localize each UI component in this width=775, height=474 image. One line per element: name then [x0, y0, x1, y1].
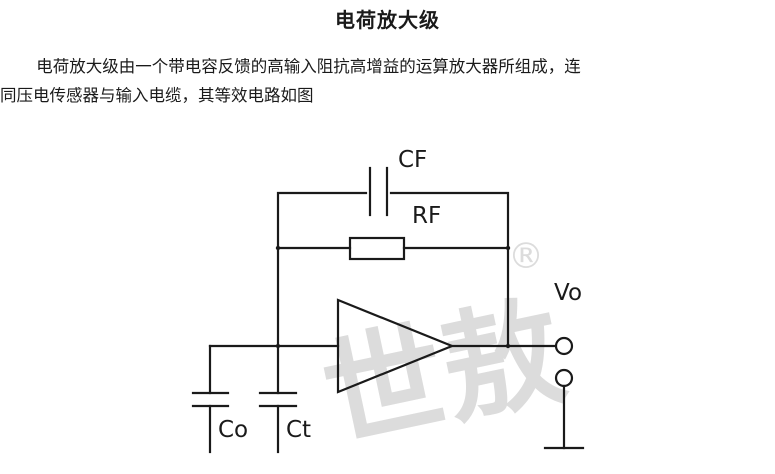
- output-terminal-bottom: [554, 368, 574, 388]
- rf-label: RF: [412, 203, 441, 229]
- page-title: 电荷放大级: [335, 8, 440, 32]
- co-label: Co: [218, 417, 248, 443]
- cf-label: CF: [398, 147, 427, 173]
- description-paragraph: 电荷放大级由一个带电容反馈的高输入阻抗高增益的运算放大器所组成，连同压电传感器与…: [0, 52, 772, 110]
- watermark: 世敖 ®: [312, 236, 576, 468]
- cf-wire-left: [276, 191, 368, 348]
- ct-label: Ct: [286, 417, 311, 443]
- junction-left-top: [275, 245, 281, 251]
- watermark-text: 世敖: [312, 282, 576, 468]
- junction-right-top: [505, 245, 511, 251]
- junction-input: [275, 343, 281, 349]
- output-terminal-top: [554, 336, 574, 356]
- cf-wire-right: [389, 191, 510, 348]
- rf-resistor: [348, 236, 406, 261]
- paragraph-line-2: 同压电传感器与输入电缆，其等效电路如图: [0, 86, 314, 105]
- junction-output: [505, 343, 511, 349]
- watermark-registered-mark: ®: [508, 236, 544, 277]
- paragraph-line-1: 电荷放大级由一个带电容反馈的高输入阻抗高增益的运算放大器所组成，连: [36, 57, 581, 76]
- vo-label: Vo: [554, 280, 582, 306]
